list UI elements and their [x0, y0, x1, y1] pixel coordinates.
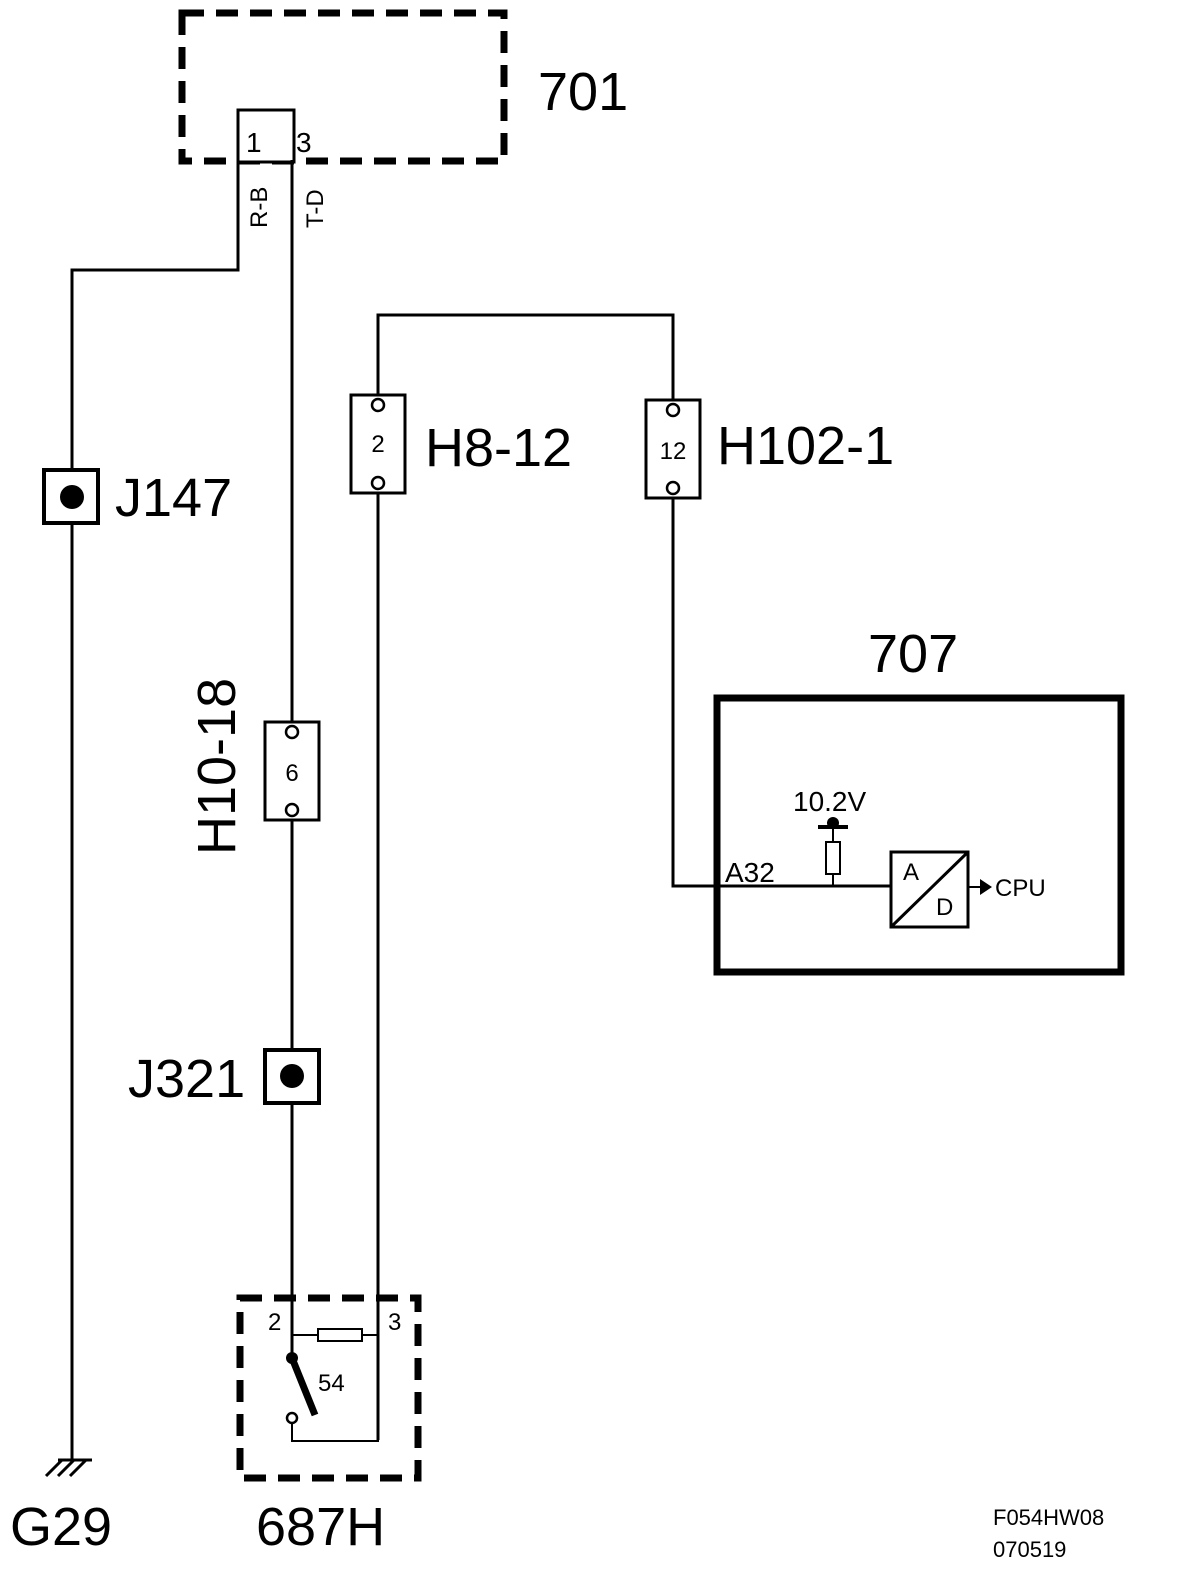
component-701-label: 701	[538, 62, 628, 122]
component-707-label: 707	[868, 624, 958, 684]
wire-rb	[70, 160, 240, 1460]
pin-701-1: 1	[246, 127, 262, 158]
ground-label: G29	[10, 1497, 112, 1557]
pin-687h-3: 3	[388, 1309, 401, 1336]
connector-h8-12-label: H8-12	[425, 418, 572, 478]
figure-date: 070519	[993, 1537, 1066, 1562]
wire-color-rb: R-B	[246, 187, 273, 228]
connector-h8-12: 2	[349, 393, 407, 495]
connector-h8-12-pin: 2	[371, 431, 384, 458]
cpu-label: CPU	[995, 875, 1046, 902]
connector-h102-1-pin: 12	[660, 438, 687, 465]
figure-code: F054HW08	[993, 1505, 1104, 1530]
splice-j147-label: J147	[115, 468, 232, 528]
connector-h102-1: 12	[644, 398, 702, 500]
component-707: A32 10.2V A D CPU	[713, 694, 1125, 976]
component-687h-value: 54	[318, 1370, 345, 1397]
switch-contact	[288, 1356, 319, 1417]
adc-block: A D	[889, 850, 970, 929]
splice-j321-label: J321	[128, 1049, 245, 1109]
wire-h8-h102-top	[376, 313, 675, 400]
arrow-right-icon	[980, 879, 992, 895]
component-701: 1 3	[178, 9, 508, 165]
component-687h: 2 3 54	[236, 1294, 422, 1482]
ground-icon	[44, 1458, 92, 1478]
connector-h10-18-label: H10-18	[187, 678, 247, 855]
voltage-label: 10.2V	[793, 786, 866, 817]
adc-d-label: D	[936, 894, 953, 921]
connector-h10-18: 6	[263, 720, 321, 822]
wire-h102-707	[671, 497, 890, 888]
splice-j147	[42, 468, 100, 525]
pin-a32: A32	[725, 857, 775, 888]
adc-a-label: A	[903, 859, 919, 886]
connector-h102-1-label: H102-1	[717, 416, 894, 476]
component-687h-label: 687H	[256, 1497, 385, 1557]
pin-687h-2: 2	[268, 1309, 281, 1336]
connector-h10-18-pin: 6	[285, 760, 298, 787]
wire-color-td: T-D	[302, 189, 329, 228]
splice-j321	[263, 1048, 321, 1105]
pin-701-3: 3	[296, 127, 312, 158]
